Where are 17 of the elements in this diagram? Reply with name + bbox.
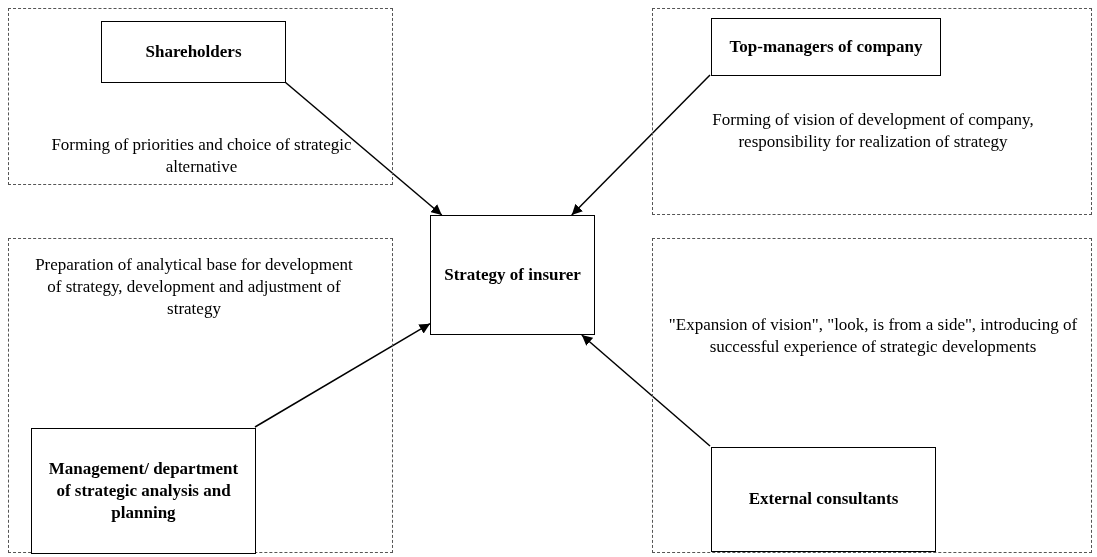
role-box: Top-managers of company: [711, 18, 941, 76]
role-box: Shareholders: [101, 21, 286, 83]
dashed-region: [652, 8, 1092, 215]
role-box: Management/ department of strategic analysis and planning: [31, 428, 256, 554]
description-text: Preparation of analytical base for development of strategy, development and adjustment of strategy: [34, 254, 354, 321]
arrow: [581, 334, 711, 447]
dashed-region: [8, 8, 393, 185]
dashed-region: [652, 238, 1092, 553]
strategy-box: Strategy of insurer: [430, 215, 595, 335]
description-text: Forming of priorities and choice of strategic alternative: [50, 134, 353, 179]
description-text: Forming of vision of development of company, responsibility for realization of strategy: [711, 109, 1035, 154]
arrow: [284, 81, 443, 216]
description-text: "Expansion of vision", "look, is from a side", introducing of successful experience of strategic developments: [667, 314, 1079, 359]
arrow: [571, 74, 711, 216]
role-box: External consultants: [711, 447, 936, 552]
arrow: [254, 322, 431, 428]
dashed-region: [8, 238, 393, 553]
